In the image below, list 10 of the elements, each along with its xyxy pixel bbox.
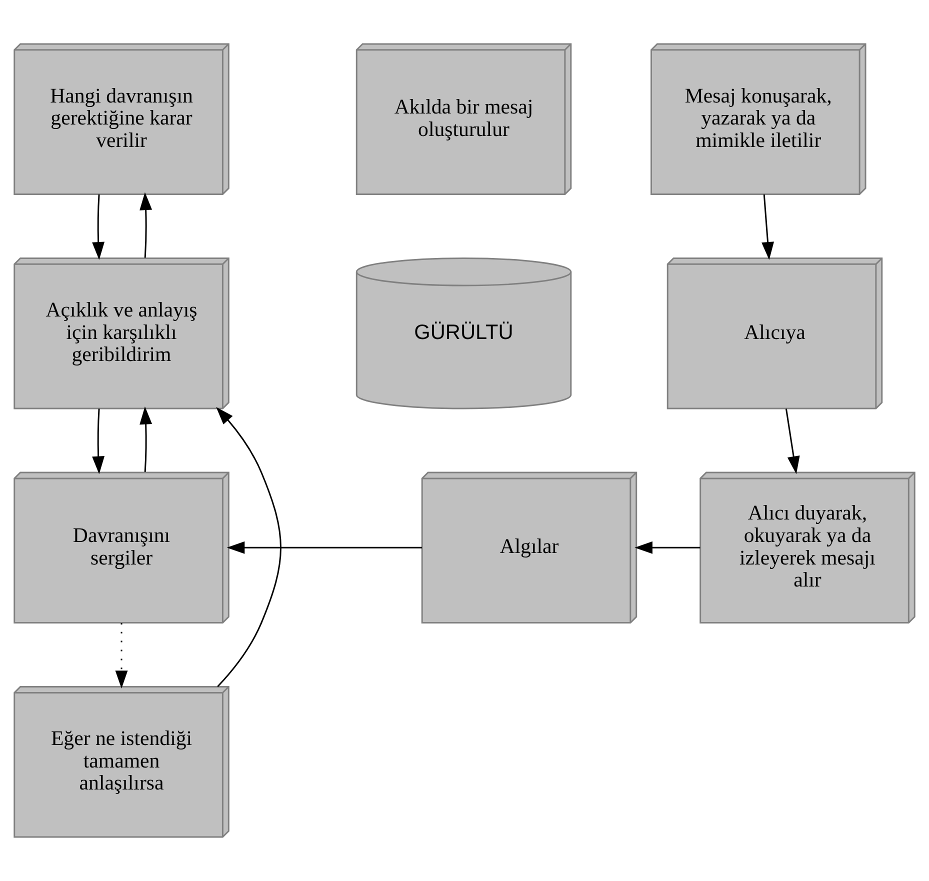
arrow <box>92 408 105 474</box>
arrow <box>140 192 152 258</box>
arrow <box>115 623 128 688</box>
arrow <box>785 408 800 474</box>
arrow <box>634 541 700 554</box>
arrow <box>140 406 152 472</box>
arrow <box>762 194 774 260</box>
arrow <box>226 541 422 554</box>
arrow <box>92 194 105 260</box>
arrow <box>216 406 282 688</box>
